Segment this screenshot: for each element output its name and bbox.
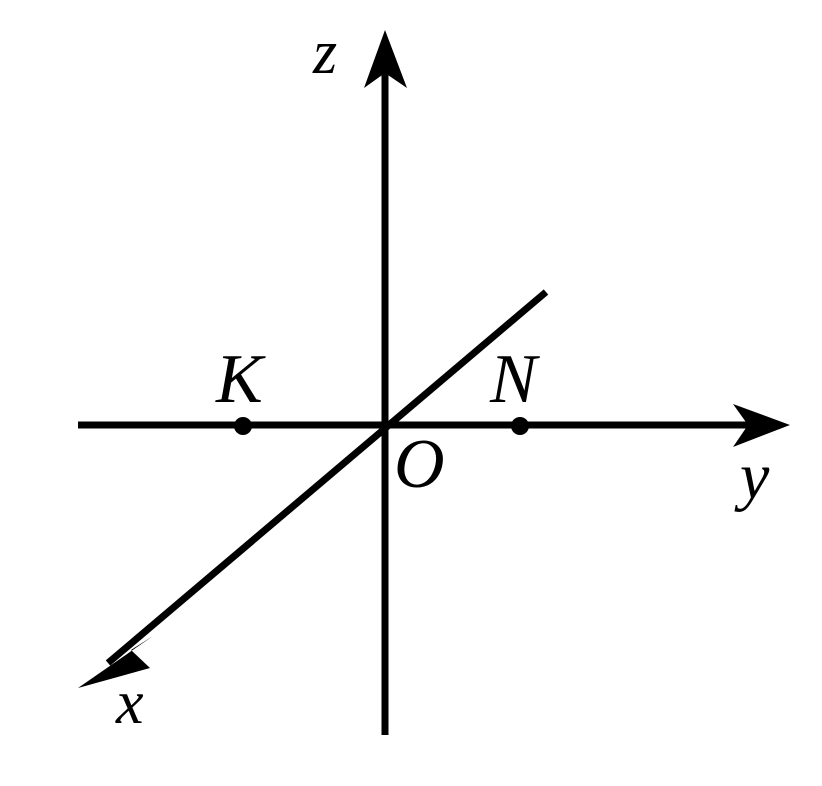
origin-label-o: O [394,426,445,503]
z-axis-arrowhead [364,30,407,88]
axis-label-y: y [740,440,770,513]
axis-label-z: z [313,19,338,87]
y-axis [78,404,790,447]
point-K-marker [234,417,252,435]
z-axis [364,30,407,735]
point-N-marker [511,417,529,435]
point-label-n: N [490,341,537,418]
x-axis-line [105,289,549,666]
point-label-k: K [216,341,263,418]
x-axis-arrowhead [78,636,153,688]
y-axis-arrowhead [733,404,790,447]
x-axis [78,289,549,688]
axis-label-x: x [116,669,144,737]
